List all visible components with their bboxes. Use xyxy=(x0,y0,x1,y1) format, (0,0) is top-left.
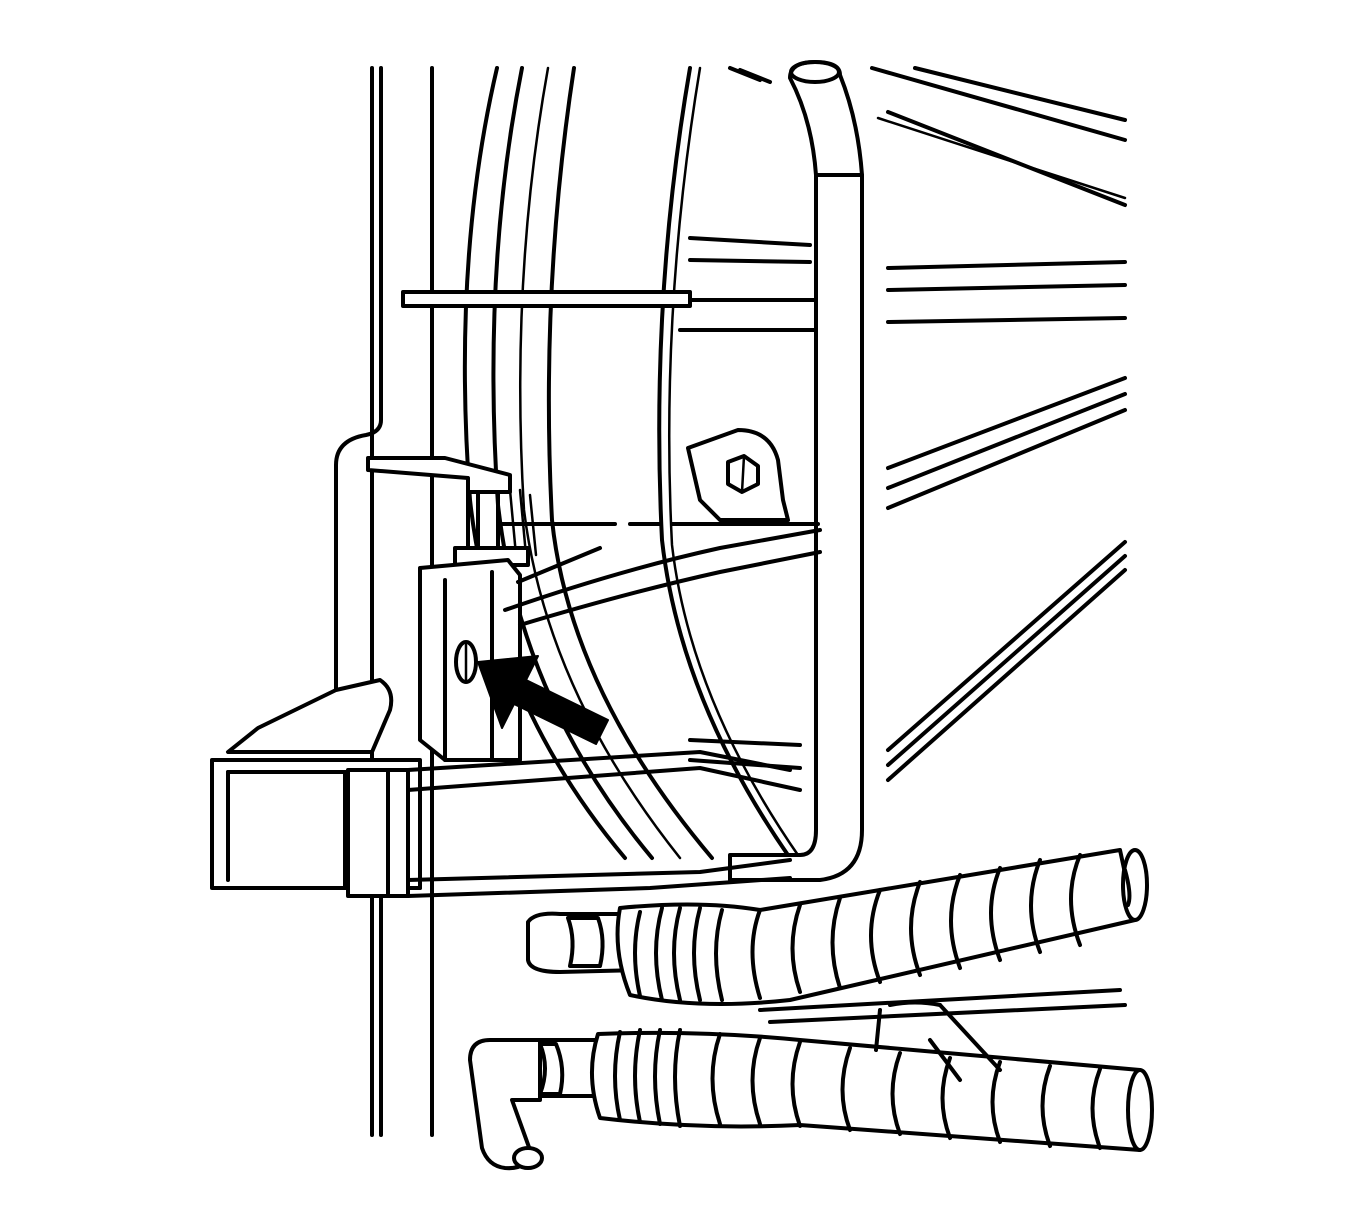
fastener-hole xyxy=(454,640,478,684)
diagonal-strut xyxy=(503,528,822,627)
curved-tube xyxy=(728,60,864,882)
upper-crossbar xyxy=(401,290,692,308)
hose-support-bracket xyxy=(758,988,1127,1082)
lower-mounting-foot xyxy=(210,678,802,898)
upper-coolant-hose xyxy=(526,848,1149,1006)
lower-coolant-hose xyxy=(468,1028,1154,1171)
housing-panel xyxy=(678,66,1127,782)
vertical-frame-rail xyxy=(334,66,434,1137)
fan-shroud-ring xyxy=(462,66,802,860)
hex-bolt-icon xyxy=(726,454,760,494)
arrow-icon xyxy=(477,655,609,745)
